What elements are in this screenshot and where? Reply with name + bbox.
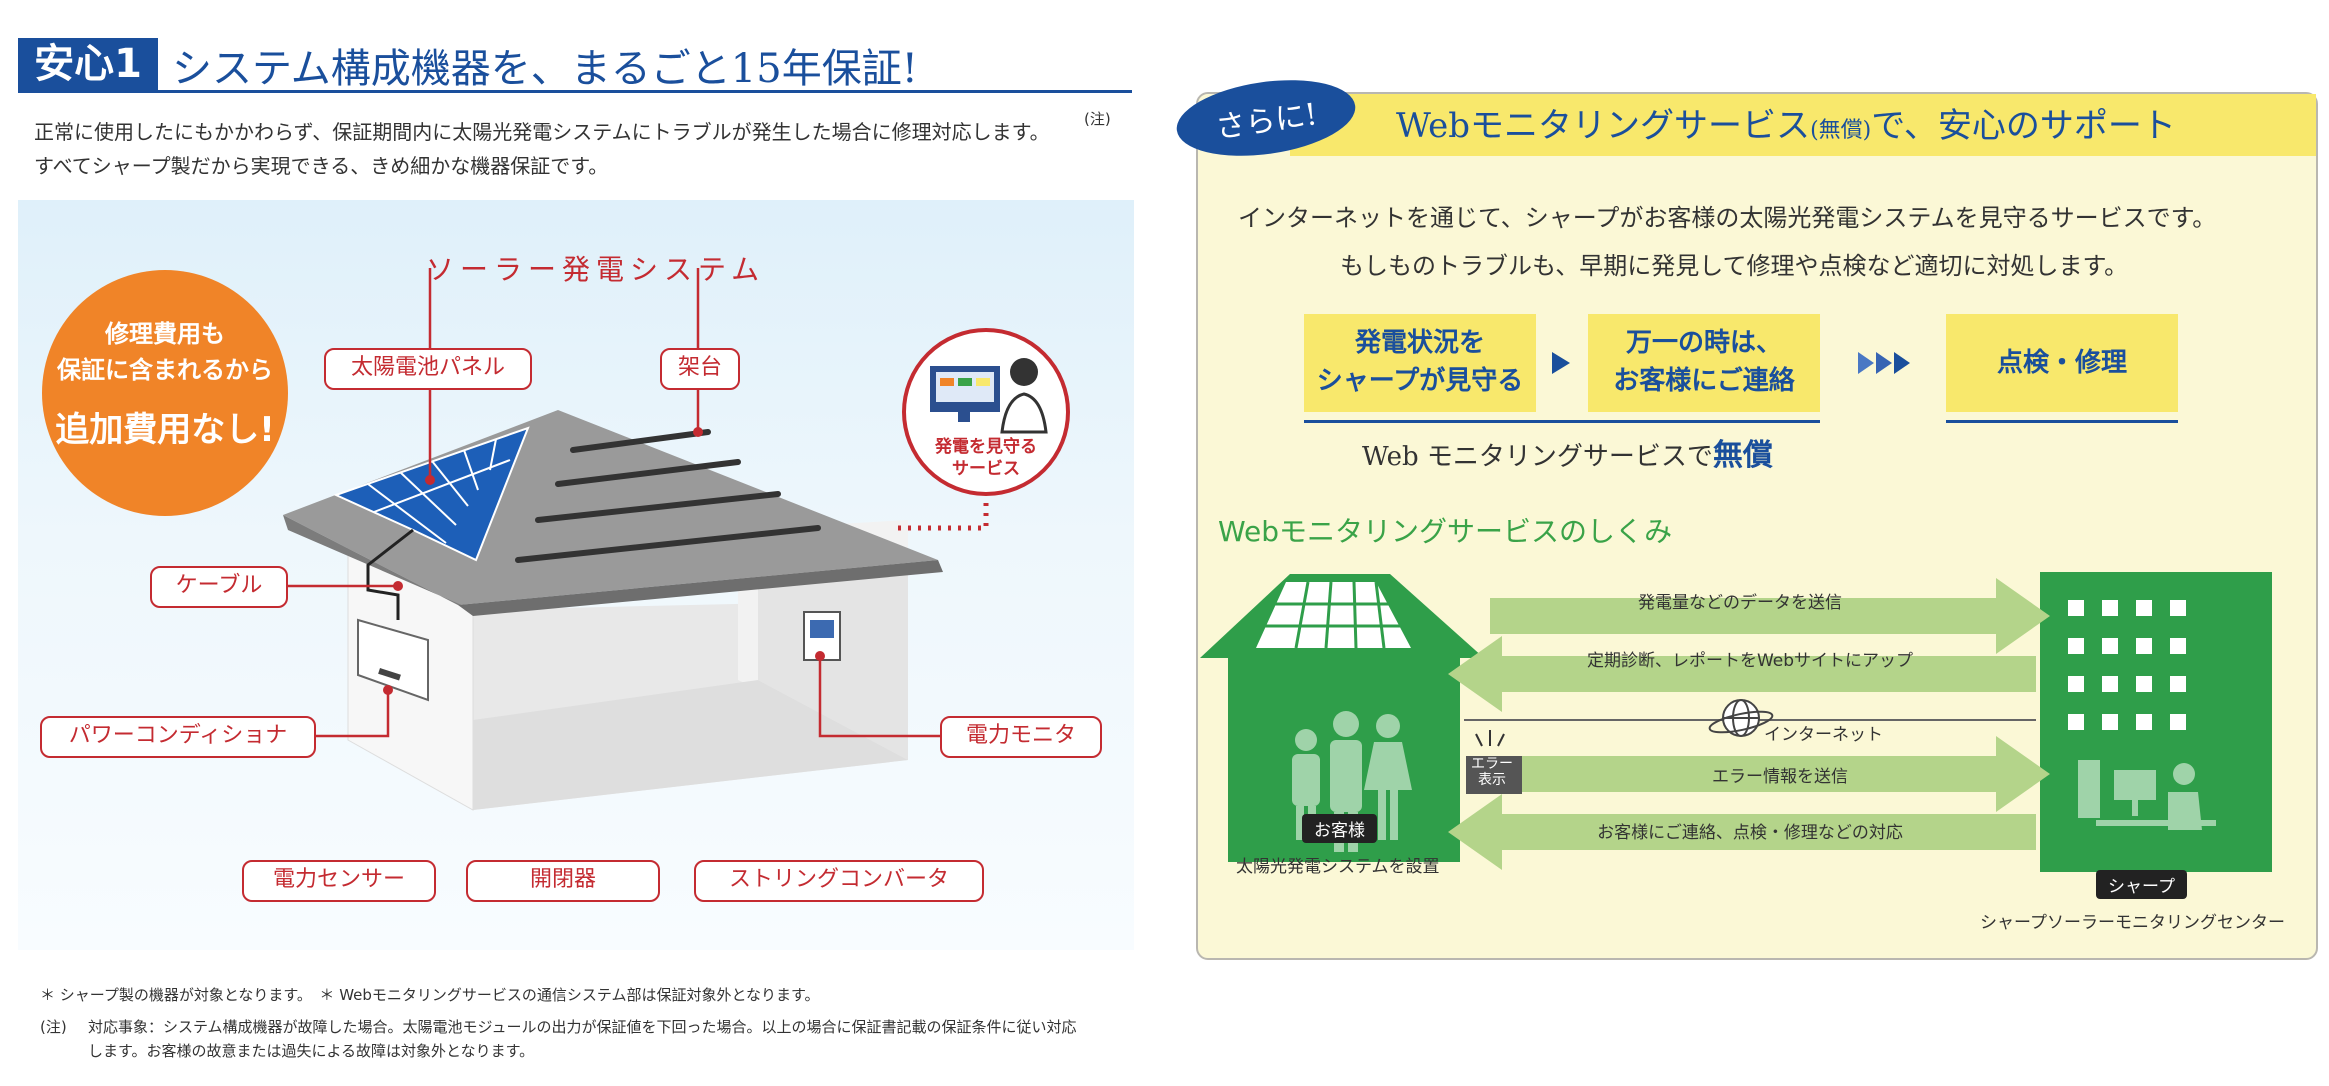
step-inspect: 点検・修理: [1946, 314, 2178, 412]
step-watch-line-2: シャープが見守る: [1316, 366, 1524, 396]
intro-line-2: すべてシャープ製だから実現できる、きめ細かな機器保証です。: [34, 154, 609, 178]
arrow-send-data-label: 発電量などのデータを送信: [1638, 593, 1842, 613]
step-watch: 発電状況を シャープが見守る: [1304, 314, 1536, 412]
solar-system-title: ソーラー発電システム: [426, 253, 766, 286]
step-contact-line-2: お客様にご連絡: [1613, 366, 1795, 396]
step-contact-line-1: 万一の時は、: [1625, 328, 1782, 358]
monitoring-service-circle: [902, 328, 1070, 496]
arrow-support: [1448, 794, 2036, 870]
free-word: 無償: [1712, 438, 1773, 473]
panel-desc-2: もしものトラブルも、早期に発見して修理や点検など適切に対処します。: [1340, 252, 2129, 280]
circle-line-1: 修理費用も: [105, 320, 225, 348]
customer-caption: 太陽光発電システムを設置: [1236, 857, 1440, 877]
step-contact: 万一の時は、 お客様にご連絡: [1588, 314, 1820, 412]
mounting-rack: [515, 429, 821, 563]
footnote-2-line-2: します。お客様の故意または過失による故障は対象外となります。: [88, 1042, 535, 1060]
house-illustration: [283, 268, 989, 811]
monitoring-service-label: 発電を見守る サービス: [902, 436, 1070, 480]
title-underline: [18, 90, 1132, 93]
step-underline-2: [1946, 420, 2178, 423]
arrow-error-info-label: エラー情報を送信: [1712, 767, 1848, 787]
monitoring-service-line-2: サービス: [952, 459, 1020, 479]
customer-tag: お客様: [1302, 814, 1377, 843]
internet-label: インターネット: [1764, 725, 1883, 745]
panel-desc-1: インターネットを通じて、シャープがお客様の太陽光発電システムを見守るサービスです…: [1238, 204, 2217, 232]
panel-title-a: Webモニタリングサービス: [1396, 106, 1811, 146]
label-rack: 架台: [660, 348, 740, 390]
error-display-box: [1466, 730, 1522, 794]
sharp-caption: シャープソーラーモニタリングセンター: [1980, 913, 2285, 933]
free-prefix: Web モニタリングサービスで: [1362, 442, 1713, 472]
intro-note-mark: (注): [1084, 110, 1111, 128]
arrow-error-info: [1522, 736, 2050, 812]
arrow-right-icon: [1552, 352, 1570, 374]
section-title: システム構成機器を、まるごと15年保証!: [172, 46, 918, 92]
circle-line-3: 追加費用なし!: [55, 410, 275, 450]
footnote-1: ＊ シャープ製の機器が対象となります。 ＊ Webモニタリングサービスの通信シス…: [40, 986, 820, 1004]
footnote-2-line-1: 対応事象：システム構成機器が故障した場合。太陽電池モジュールの出力が保証値を下回…: [88, 1018, 1077, 1036]
panel-title-banner: [1290, 94, 2316, 156]
step-watch-line-1: 発電状況を: [1354, 328, 1485, 358]
error-display-label: エラー表示: [1471, 756, 1513, 788]
solar-panel: [333, 426, 530, 562]
mechanism-title: Webモニタリングサービスのしくみ: [1218, 515, 1673, 548]
footnote-2-mark: (注): [40, 1018, 67, 1036]
arrow-report-label: 定期診断、レポートをWebサイトにアップ: [1586, 651, 1914, 671]
label-cable: ケーブル: [150, 566, 288, 608]
monitoring-service-line-1: 発電を見守る: [935, 437, 1037, 457]
panel-title-free: (無償): [1810, 118, 1872, 143]
globe-icon: [1708, 699, 1774, 737]
sharp-tag: シャープ: [2096, 870, 2187, 899]
panel-title-b: で、安心のサポート: [1871, 106, 2176, 146]
step-underline-1: [1304, 420, 1820, 423]
operator-icon: [930, 358, 1048, 434]
section-badge: 安心1: [18, 38, 158, 90]
intro-line-1: 正常に使用したにもかかわらず、保証期間内に太陽光発電システムにトラブルが発生した…: [34, 120, 1050, 144]
arrow-send-data: [1490, 578, 2050, 654]
free-of-charge-note: Web モニタリングサービスで無償: [1362, 430, 1773, 474]
panel-title: Webモニタリングサービス(無償)で、安心のサポート: [1396, 98, 2176, 147]
label-power-sensor: 電力センサー: [242, 860, 436, 902]
label-solar-panel: 太陽電池パネル: [324, 348, 532, 390]
arrow-report: [1448, 636, 2036, 712]
arrow-support-label: お客様にご連絡、点検・修理などの対応: [1597, 823, 1903, 843]
circle-line-2: 保証に含まれるから: [57, 356, 273, 384]
power-conditioner-device: [357, 618, 429, 702]
label-switch: 開閉器: [466, 860, 660, 902]
triple-arrow-icon: [1858, 352, 1910, 374]
label-string-converter: ストリングコンバータ: [694, 860, 984, 902]
label-power-conditioner: パワーコンディショナ: [40, 716, 316, 758]
sharp-building-icon: [2040, 572, 2272, 872]
label-power-monitor: 電力モニタ: [940, 716, 1102, 758]
no-extra-cost-badge: 修理費用も 保証に含まれるから 追加費用なし!: [42, 270, 288, 516]
